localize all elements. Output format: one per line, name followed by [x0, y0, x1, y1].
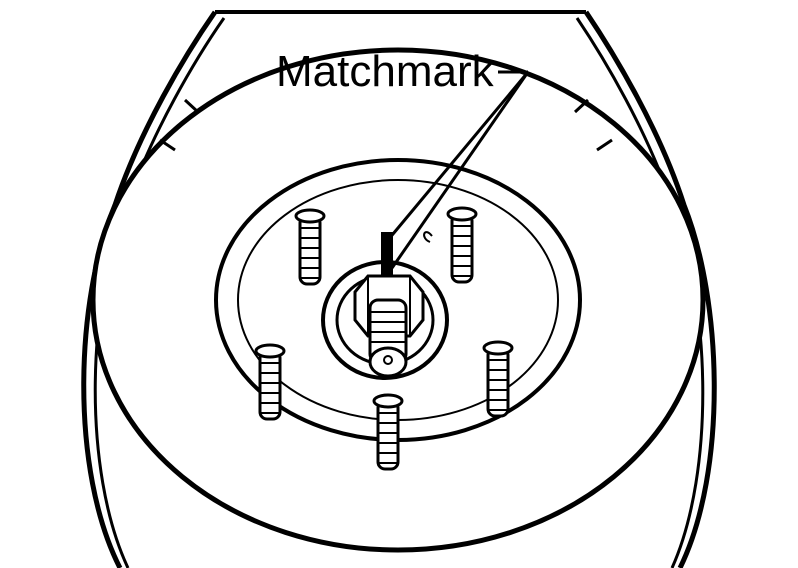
- wheel-stud-top-left: [294, 208, 326, 286]
- wheel-stud-bottom: [372, 393, 404, 471]
- callout-leader-lines: [386, 70, 530, 269]
- matchmark: [381, 231, 433, 276]
- wheel-stud-mid-right: [482, 340, 514, 418]
- matchmark-label: Matchmark: [276, 47, 494, 96]
- axle-spindle: [368, 298, 408, 378]
- wheel-stud-top-right: [446, 206, 478, 284]
- wheel-stud-mid-left: [254, 343, 286, 421]
